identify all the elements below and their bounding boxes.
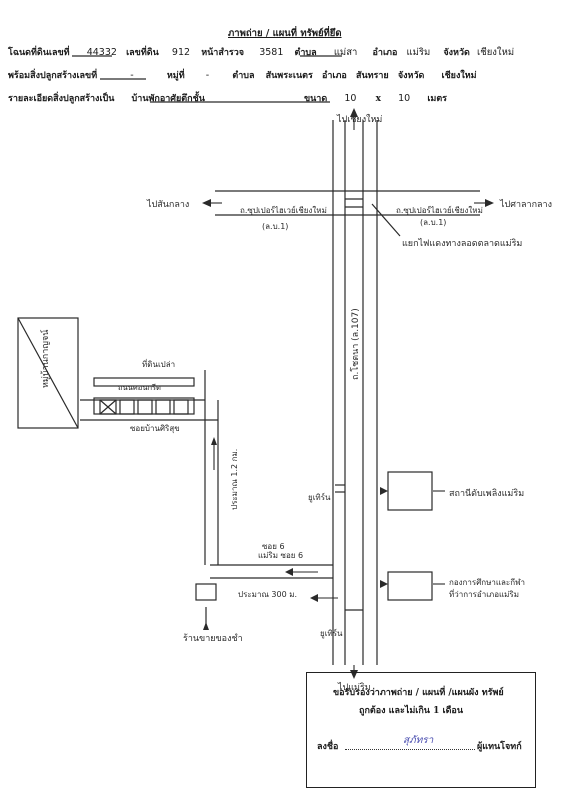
deed-number: 44332 <box>86 47 117 58</box>
moo-value: - <box>205 70 210 81</box>
amphoe-value: แม่ริม <box>406 47 431 58</box>
cert-sign-label: ลงชื่อ <box>317 742 339 752</box>
label-education-office: กองการศึกษาและกีฬา <box>449 578 526 587</box>
document-title: ภาพถ่าย / แผนที่ ทรัพย์ที่ยึด <box>228 28 342 39</box>
land-no-label: เลขที่ดิน <box>126 48 159 58</box>
size-label: ขนาด <box>304 94 328 104</box>
land-number: 912 <box>171 47 191 58</box>
header-row-detail: รายละเอียดสิ่งปลูกสร้างเป็น บ้านพักอาศัย… <box>8 91 447 105</box>
label-to-north: ไปเชียงใหม่ <box>337 115 383 125</box>
label-fire-station: สถานีดับเพลิงแม่ริม <box>449 489 525 499</box>
label-district-office: ที่ว่าการอำเภอแม่ริม <box>449 590 519 599</box>
signature: สุภัทรา <box>403 735 434 746</box>
building-number: - <box>130 70 134 81</box>
label-village: หมู่บ้านกาญจน์ <box>41 329 51 388</box>
label-road-left: ถ.ซุปเปอร์ไฮเวย์เชียงใหม่ <box>240 206 327 215</box>
survey-number: 3581 <box>259 47 284 58</box>
header-row-building: พร้อมสิ่งปลูกสร้างเลขที่ - หมู่ที่ - ตำบ… <box>8 68 477 82</box>
label-grocery-shop: ร้านขายของชำ <box>183 634 243 644</box>
tambon2-value: สันพระเนตร <box>265 71 313 81</box>
moo-label: หมู่ที่ <box>166 71 185 81</box>
label-target-plot: ถนนคอนกรีต <box>118 383 161 392</box>
certification-box: ขอรับรองว่าภาพถ่าย / แผนที่ /แผนผัง ทรัพ… <box>306 672 536 788</box>
size-unit: เมตร <box>427 94 448 104</box>
label-distance-2: ประมาณ 300 ม. <box>238 590 298 599</box>
label-soi: ซอยบ้านศิริสุข <box>130 424 180 433</box>
tambon-value: แม่สา <box>333 47 358 58</box>
label-to-west: ไปสันกลาง <box>147 200 190 210</box>
label-u-turn-north: ยูเทิร์น <box>308 493 331 502</box>
label-to-east: ไปศาลากลาง <box>500 200 552 210</box>
label-road-code-right: (ล.บ.1) <box>420 218 447 227</box>
label-distance-1: ประมาณ 1.2 กม. <box>230 448 239 510</box>
label-u-turn-south: ยูเทิร์น <box>320 629 343 638</box>
size-width: 10 <box>344 93 357 104</box>
label-road-right: ถ.ซุปเปอร์ไฮเวย์เชียงใหม่ <box>396 206 483 215</box>
building-label: พร้อมสิ่งปลูกสร้างเลขที่ <box>8 71 98 81</box>
province-label: จังหวัด <box>443 48 470 58</box>
province-value: เชียงใหม่ <box>477 47 515 58</box>
survey-label: หน้าสำรวจ <box>201 48 245 58</box>
label-vacant-land: ที่ดินเปล่า <box>142 360 176 369</box>
cert-line-2: ถูกต้อง และไม่เกิน 1 เดือน <box>359 706 463 716</box>
tambon-label: ตำบล <box>294 48 317 58</box>
label-intersection: แยกไฟแดงทางลอดตลาดแม่ริม <box>402 239 523 249</box>
province2-value: เชียงใหม่ <box>441 71 477 81</box>
cert-role: ผู้แทนโจทก์ <box>477 742 522 752</box>
size-x: x <box>375 94 381 104</box>
amphoe-label: อำเภอ <box>372 48 398 58</box>
header-row-deed: โฉนดที่ดินเลขที่ 44332 เลขที่ดิน 912 หน้… <box>8 45 514 60</box>
size-length: 10 <box>398 93 411 104</box>
province2-label: จังหวัด <box>397 71 425 81</box>
amphoe2-value: สันทราย <box>355 71 389 81</box>
label-highway: ถ.โชตนา (ล.107) <box>351 308 361 380</box>
label-to-south: ไปแม่ริม <box>338 683 371 693</box>
label-road-code-left: (ล.บ.1) <box>262 222 289 231</box>
amphoe2-label: อำเภอ <box>321 71 347 81</box>
cert-line-1: ขอรับรองว่าภาพถ่าย / แผนที่ /แผนผัง ทรัพ… <box>333 688 504 698</box>
label-soi6: แม่ริม ซอย 6 <box>258 551 304 560</box>
tambon2-label: ตำบล <box>232 71 255 81</box>
deed-label: โฉนดที่ดินเลขที่ <box>8 48 70 58</box>
signature-line <box>345 749 475 750</box>
detail-label: รายละเอียดสิ่งปลูกสร้างเป็น <box>8 94 115 104</box>
detail-value: บ้านพักอาศัยตึกชั้น <box>131 94 205 104</box>
label-soi6-code: ซอย 6 <box>262 542 285 551</box>
